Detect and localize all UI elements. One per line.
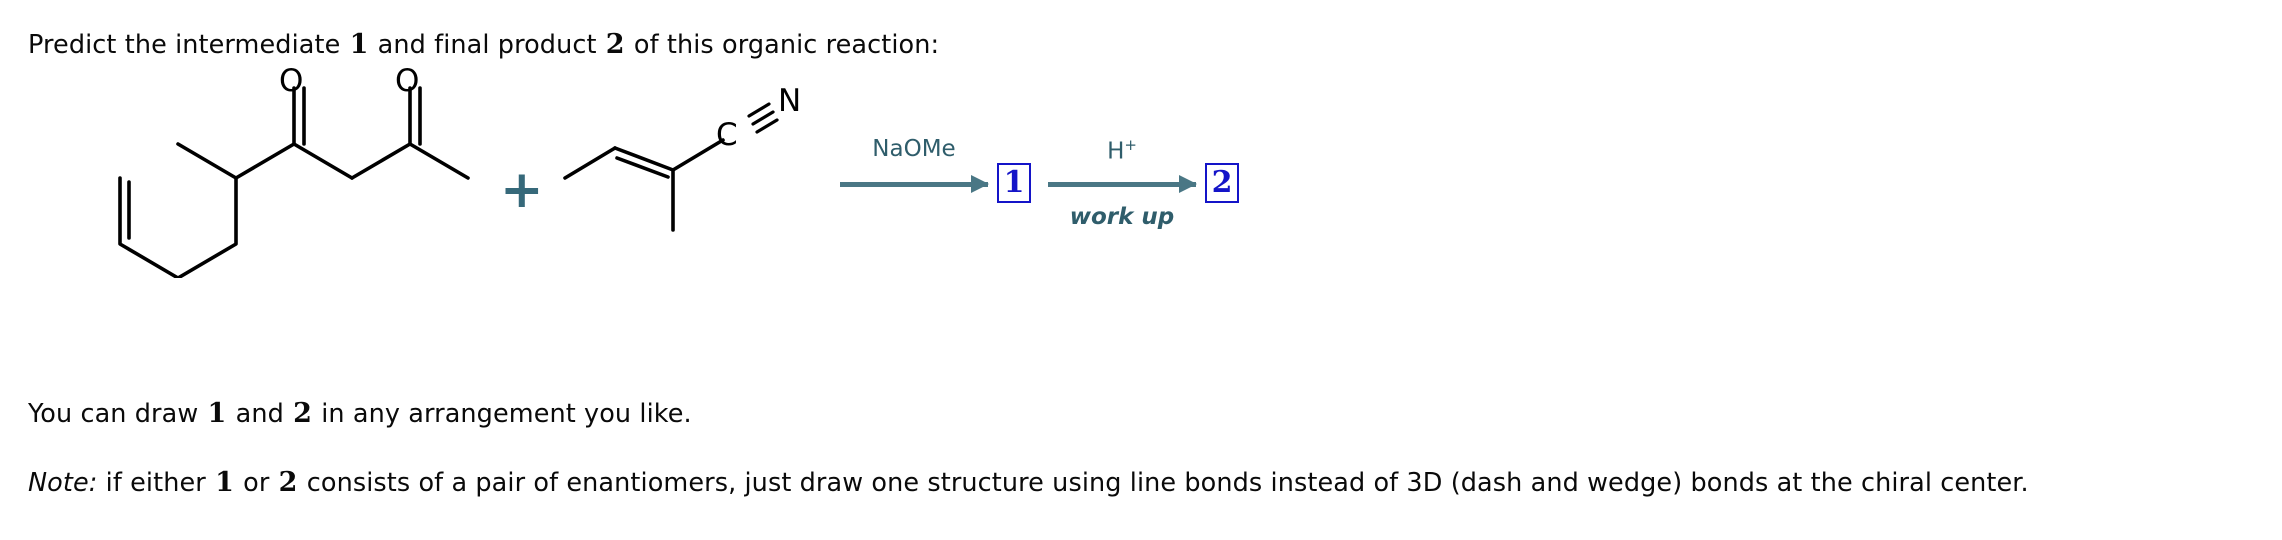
freedom-ref-1: 1 [207,398,227,429]
prompt-ref-2: 2 [605,29,625,60]
reactant-2-structure [563,102,779,232]
note-text-part2: or [234,468,278,498]
reaction-scheme: O O + C N [0,66,2282,278]
nitrogen-atom-label: N [778,83,802,119]
note-text-part3: consists of a pair of enantiomers, just … [298,468,2029,498]
note-text-part1: if either [97,468,215,498]
reaction-arrow-1: NaOMe [840,136,989,280]
arrow-1-line [840,182,988,187]
prompt-text-part1: Predict the intermediate [28,30,349,60]
reactant-1-structure [118,86,470,278]
enantiomer-note: Note: if either 1 or 2 consists of a pai… [28,466,2029,500]
freedom-text-part2: and [227,399,293,429]
product-2-box[interactable]: 2 [1205,163,1239,203]
arrangement-note: You can draw 1 and 2 in any arrangement … [28,397,692,431]
freedom-ref-2: 2 [293,398,312,429]
plus-sign: + [500,160,544,220]
oxygen-atom-label-1: O [279,63,304,99]
reagent-acid-text: H [1107,138,1125,165]
oxygen-atom-label-2: O [395,63,420,99]
reagent-label-acid: H+ [1048,136,1196,165]
reagent-workup-text: work up [1069,204,1175,230]
prompt-text-part2: and final product [369,30,605,60]
note-ref-2: 2 [278,467,298,498]
freedom-text-part1: You can draw [28,399,207,429]
note-ref-1: 1 [215,467,234,498]
arrow-2-line [1048,182,1196,187]
prompt-ref-1: 1 [349,29,369,60]
arrow-1-head [971,175,989,193]
reagent-label-naome: NaOMe [840,136,988,162]
reagent-label-workup: work up [1048,204,1196,230]
reagent-naome-text: NaOMe [872,136,956,162]
reagent-acid-charge: + [1124,136,1137,154]
freedom-text-part3: in any arrangement you like. [313,399,692,429]
nitrile-carbon-label: C [716,117,738,153]
prompt-text-part3: of this organic reaction: [625,30,940,60]
page-title: Predict the intermediate 1 and final pro… [28,28,939,62]
note-label: Note: [28,468,98,498]
intermediate-1-box[interactable]: 1 [997,163,1031,203]
reaction-arrow-2: H+ work up [1048,136,1197,280]
arrow-2-head [1179,175,1197,193]
